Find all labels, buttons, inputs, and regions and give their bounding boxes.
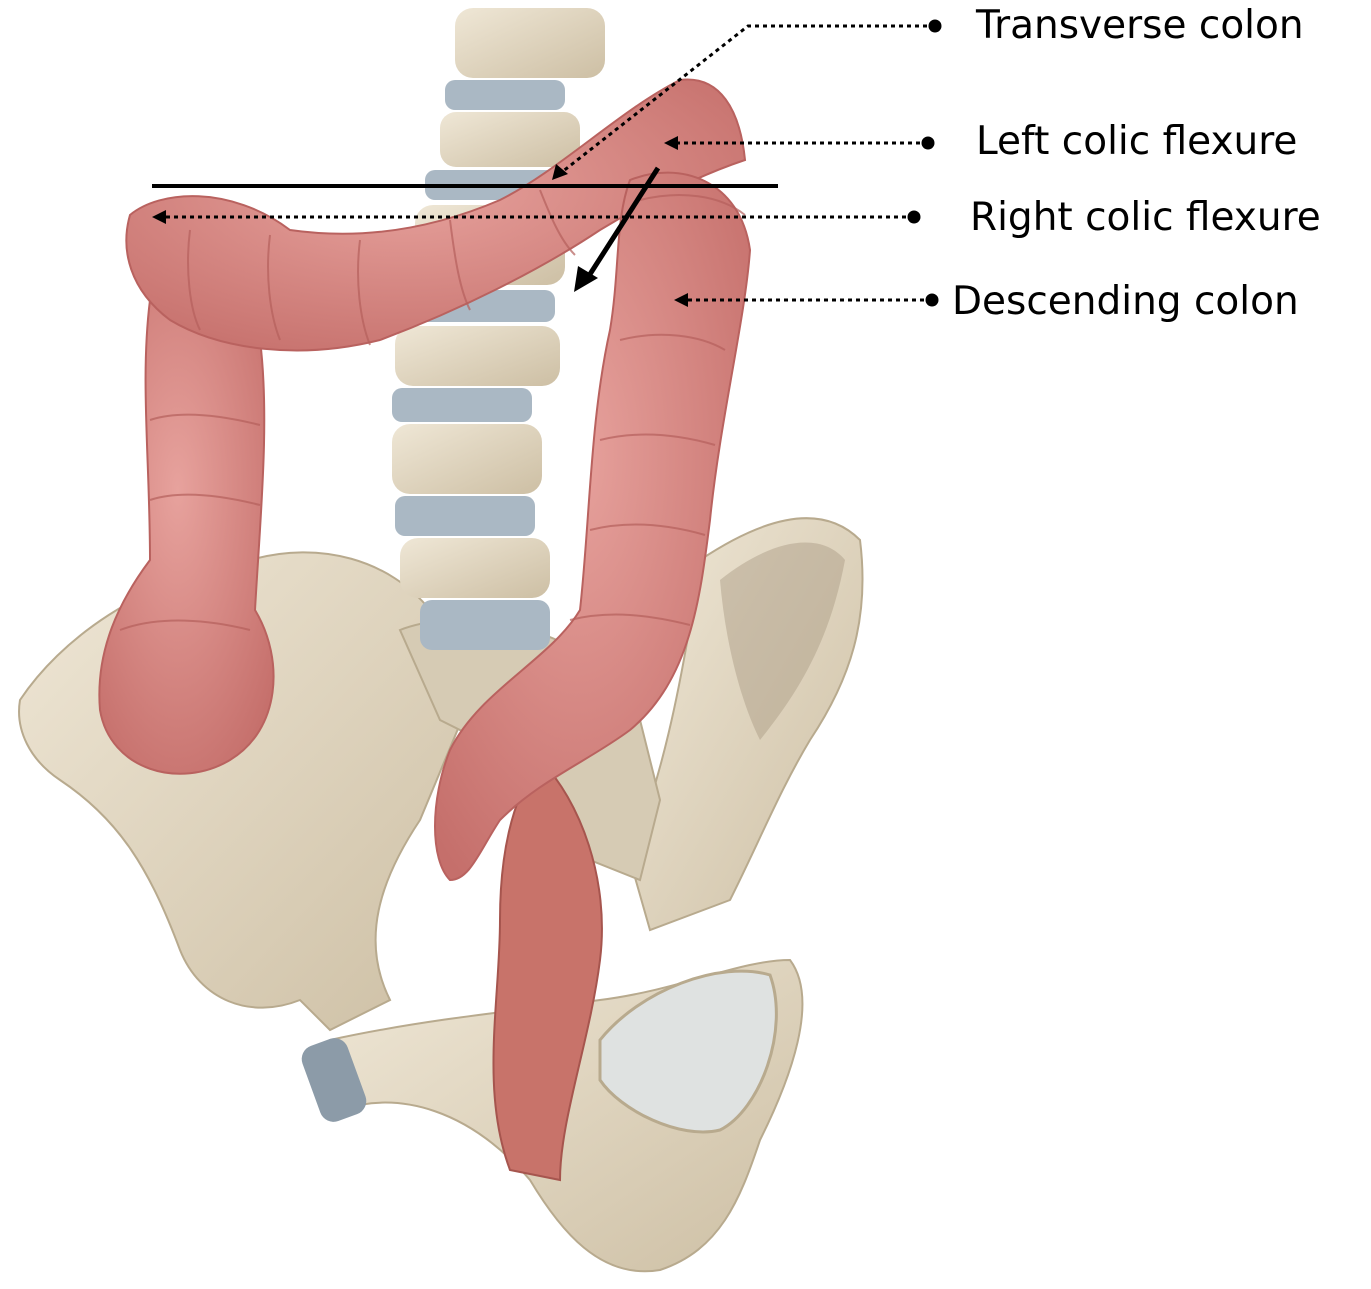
leader-dot — [929, 20, 941, 32]
label-transverse-colon: Transverse colon — [976, 6, 1304, 45]
vertebra — [395, 326, 560, 386]
vertebra — [392, 424, 542, 494]
leader-dot — [926, 294, 938, 306]
vertebral-column — [392, 8, 605, 650]
label-descending-colon: Descending colon — [952, 282, 1299, 321]
intervertebral-disc — [420, 600, 550, 650]
intervertebral-disc — [445, 80, 565, 110]
vertebra — [440, 112, 580, 167]
ascending-colon — [99, 300, 273, 774]
intervertebral-disc — [392, 388, 532, 422]
leader-dot — [908, 211, 920, 223]
vertebra — [400, 538, 550, 598]
label-left-colic-flexure: Left colic flexure — [976, 122, 1297, 161]
label-right-colic-flexure: Right colic flexure — [970, 198, 1321, 237]
vertebra — [455, 8, 605, 78]
leader-dot — [922, 137, 934, 149]
intervertebral-disc — [395, 496, 535, 536]
